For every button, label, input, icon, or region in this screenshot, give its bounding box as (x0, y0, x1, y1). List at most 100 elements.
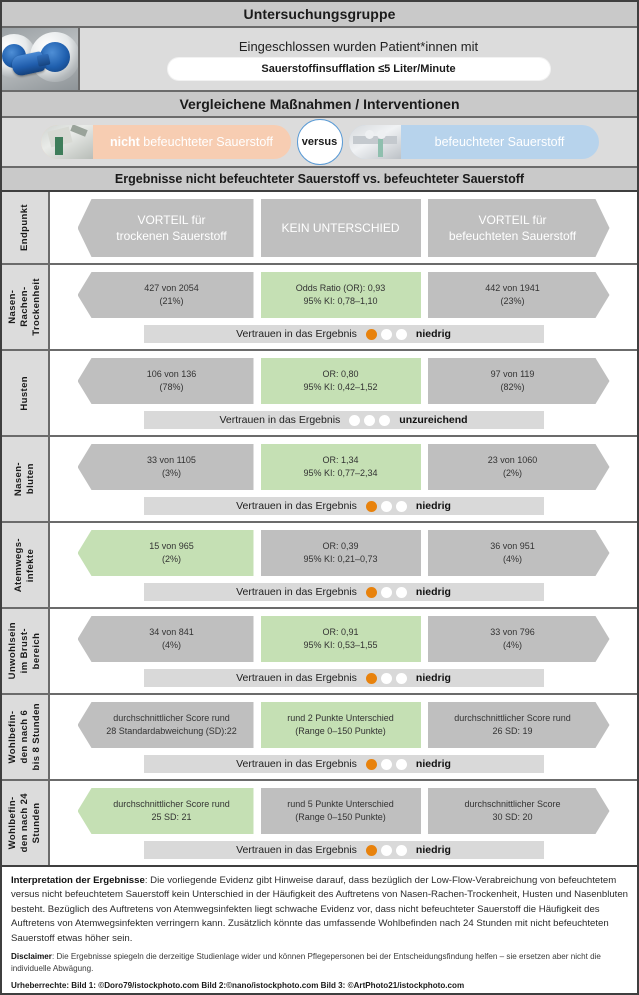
humidifier-bottle-photo (40, 125, 93, 159)
confidence-dot-empty (395, 328, 407, 340)
outcome-right-cell: 33 von 796 (4%) (428, 616, 610, 662)
outcome-left-cell-line1: 106 von 136 (146, 369, 197, 379)
outcome-left-cell-line1: durchschnittlicher Score rund (113, 713, 230, 723)
outcome-cells: 34 von 841 (4%) OR: 0,91 95% KI: 0,53–1,55 3… (50, 616, 637, 662)
outcome-row-label-text: Nasen- bluten (13, 461, 36, 497)
outcome-row: Husten 106 von 136(78%) OR: 0,80 95% KI: 0,… (2, 351, 637, 437)
population-texts: Eingeschlossen wurden Patient*innen mit … (80, 28, 637, 90)
outcome-left-cell: 106 von 136(78%) (77, 358, 254, 404)
confidence-label: Vertrauen in das Ergebnis (236, 758, 357, 770)
outcome-left-cell: 33 von 1105(3%) (77, 444, 254, 490)
outcome-right-cell-line1: 442 von 1941 (485, 283, 540, 293)
outcome-right-cell-line2: (4%) (502, 640, 522, 650)
outcome-mid-cell-line1: OR: 1,34 (322, 455, 359, 465)
outcome-left-cell-line1: 34 von 841 (149, 627, 194, 637)
column-header-right-text: VORTEIL für befeuchteten Sauerstoff (448, 213, 577, 243)
versus-badge: versus (296, 119, 343, 165)
population-line: Eingeschlossen wurden Patient*innen mit (238, 38, 479, 54)
disclaimer-text: : Die Ergebnisse spiegeln die derzeitige… (11, 952, 601, 974)
outcome-row-body: 15 von 965 (2%) OR: 0,39 95% KI: 0,21–0,73 3… (50, 523, 637, 607)
outcome-mid-cell-line1: OR: 0,91 (322, 627, 359, 637)
outcome-right-cell-line1: durchschnittlicher Score (464, 799, 561, 809)
confidence-dot-filled (365, 672, 377, 684)
confidence-dot-empty (380, 758, 392, 770)
outcome-right-cell-line1: 97 von 119 (490, 369, 535, 379)
confidence-label: Vertrauen in das Ergebnis (236, 328, 357, 340)
outcome-right-cell-line2: (23%) (500, 296, 525, 306)
outcome-right-cell-line1: 36 von 951 (490, 541, 535, 551)
outcome-row-label: Husten (2, 351, 50, 435)
disclaimer-label: Disclaimer (11, 952, 52, 962)
intervention-right-label: befeuchteter Sauerstoff (434, 135, 565, 149)
confidence-dot-empty (380, 500, 392, 512)
outcome-row: Nasen- Rachen- Trockenheit 427 von 2054 (2… (2, 265, 637, 351)
outcome-right-cell-line2: 26 SD: 19 (492, 726, 533, 736)
confidence-dots (365, 586, 407, 598)
outcome-mid-cell-line2: (Range 0–150 Punkte) (295, 812, 386, 822)
intervention-right: befeuchteter Sauerstoff (348, 125, 599, 159)
outcome-row-label-text: Wohlbefin- den nach 6 bis 8 Stunden (7, 703, 42, 771)
confidence-dot-empty (380, 672, 392, 684)
outcome-row-label: Atemwegs- infekte (2, 523, 50, 607)
population-row: Eingeschlossen wurden Patient*innen mit … (2, 28, 637, 92)
confidence-grade: niedrig (415, 328, 451, 340)
outcome-left-cell-line1: 15 von 965 (149, 541, 194, 551)
outcome-right-cell: durchschnittlicher Score 30 SD: 20 (428, 788, 610, 834)
outcome-row: Wohlbefin- den nach 24 Stunden durchschni… (2, 781, 637, 867)
outcome-left-cell-line1: durchschnittlicher Score rund (113, 799, 230, 809)
outcome-mid-cell-line2: 95% KI: 0,21–0,73 (303, 554, 378, 564)
interpretation-paragraph: Interpretation der Ergebnisse: Die vorli… (11, 874, 628, 946)
outcome-cells: 106 von 136(78%) OR: 0,80 95% KI: 0,42–1,5… (50, 358, 637, 404)
intervention-left: nicht befeuchteter Sauerstoff (40, 125, 291, 159)
outcome-left-cell-line1: 427 von 2054 (144, 283, 199, 293)
column-header-right: VORTEIL für befeuchteten Sauerstoff (428, 199, 610, 257)
outcome-mid-cell-line1: OR: 0,80 (322, 369, 359, 379)
intervention-left-rest: befeuchteter Sauerstoff (139, 135, 274, 149)
outcome-row-label: Nasen- Rachen- Trockenheit (2, 265, 50, 349)
outcome-mid-cell-line2: 95% KI: 0,53–1,55 (303, 640, 378, 650)
confidence-grade: niedrig (415, 586, 451, 598)
outcome-left-cell-line2: (4%) (161, 640, 181, 650)
confidence-grade: niedrig (415, 672, 451, 684)
outcome-row-label-text: Nasen- Rachen- Trockenheit (7, 278, 42, 336)
outcome-left-cell-line2: 25 SD: 21 (151, 812, 192, 822)
confidence-label: Vertrauen in das Ergebnis (236, 844, 357, 856)
confidence-dot-empty (380, 328, 392, 340)
population-criteria-pill: Sauerstoffinsufflation ≤5 Liter/Minute (167, 57, 550, 80)
confidence-grade: niedrig (415, 500, 451, 512)
outcome-left-cell-line2: (2%) (161, 554, 181, 564)
outcome-right-cell-line2: 30 SD: 20 (492, 812, 533, 822)
interpretation-label: Interpretation der Ergebnisse (11, 875, 145, 886)
outcome-mid-cell: rund 2 Punkte Unterschied(Range 0–150 Pu… (260, 702, 421, 748)
column-header-left-text: VORTEIL für trockenen Sauerstoff (116, 213, 227, 243)
interventions-row: nicht befeuchteter Sauerstoff versus bef… (2, 118, 637, 168)
disclaimer-paragraph: Disclaimer: Die Ergebnisse spiegeln die … (11, 951, 628, 975)
outcome-right-cell: 442 von 1941 (23%) (428, 272, 610, 318)
outcome-mid-cell-line2: 95% KI: 0,42–1,52 (303, 382, 378, 392)
confidence-label: Vertrauen in das Ergebnis (236, 500, 357, 512)
confidence-dot-empty (395, 586, 407, 598)
outcome-mid-cell-line2: 95% KI: 0,78–1,10 (303, 296, 378, 306)
outcome-right-cell-line1: 33 von 796 (490, 627, 535, 637)
column-header-left: VORTEIL für trockenen Sauerstoff (77, 199, 254, 257)
intervention-left-strong: nicht (109, 135, 140, 149)
confidence-dot-empty (395, 844, 407, 856)
outcome-mid-cell-line1: OR: 0,39 (322, 541, 359, 551)
column-header-cells: VORTEIL für trockenen Sauerstoff KEIN UN… (50, 199, 637, 257)
copyright-line: Urheberrechte: Bild 1: ©Doro79/istockpho… (11, 981, 465, 991)
outcome-cells: 15 von 965 (2%) OR: 0,39 95% KI: 0,21–0,73 3… (50, 530, 637, 576)
confidence-dots (349, 414, 391, 426)
outcome-mid-cell: OR: 0,39 95% KI: 0,21–0,73 (260, 530, 421, 576)
confidence-dot-empty (395, 758, 407, 770)
outcome-left-cell-line1: 33 von 1105 (147, 455, 196, 465)
outcome-row-label-text: Wohlbefin- den nach 24 Stunden (7, 793, 42, 853)
